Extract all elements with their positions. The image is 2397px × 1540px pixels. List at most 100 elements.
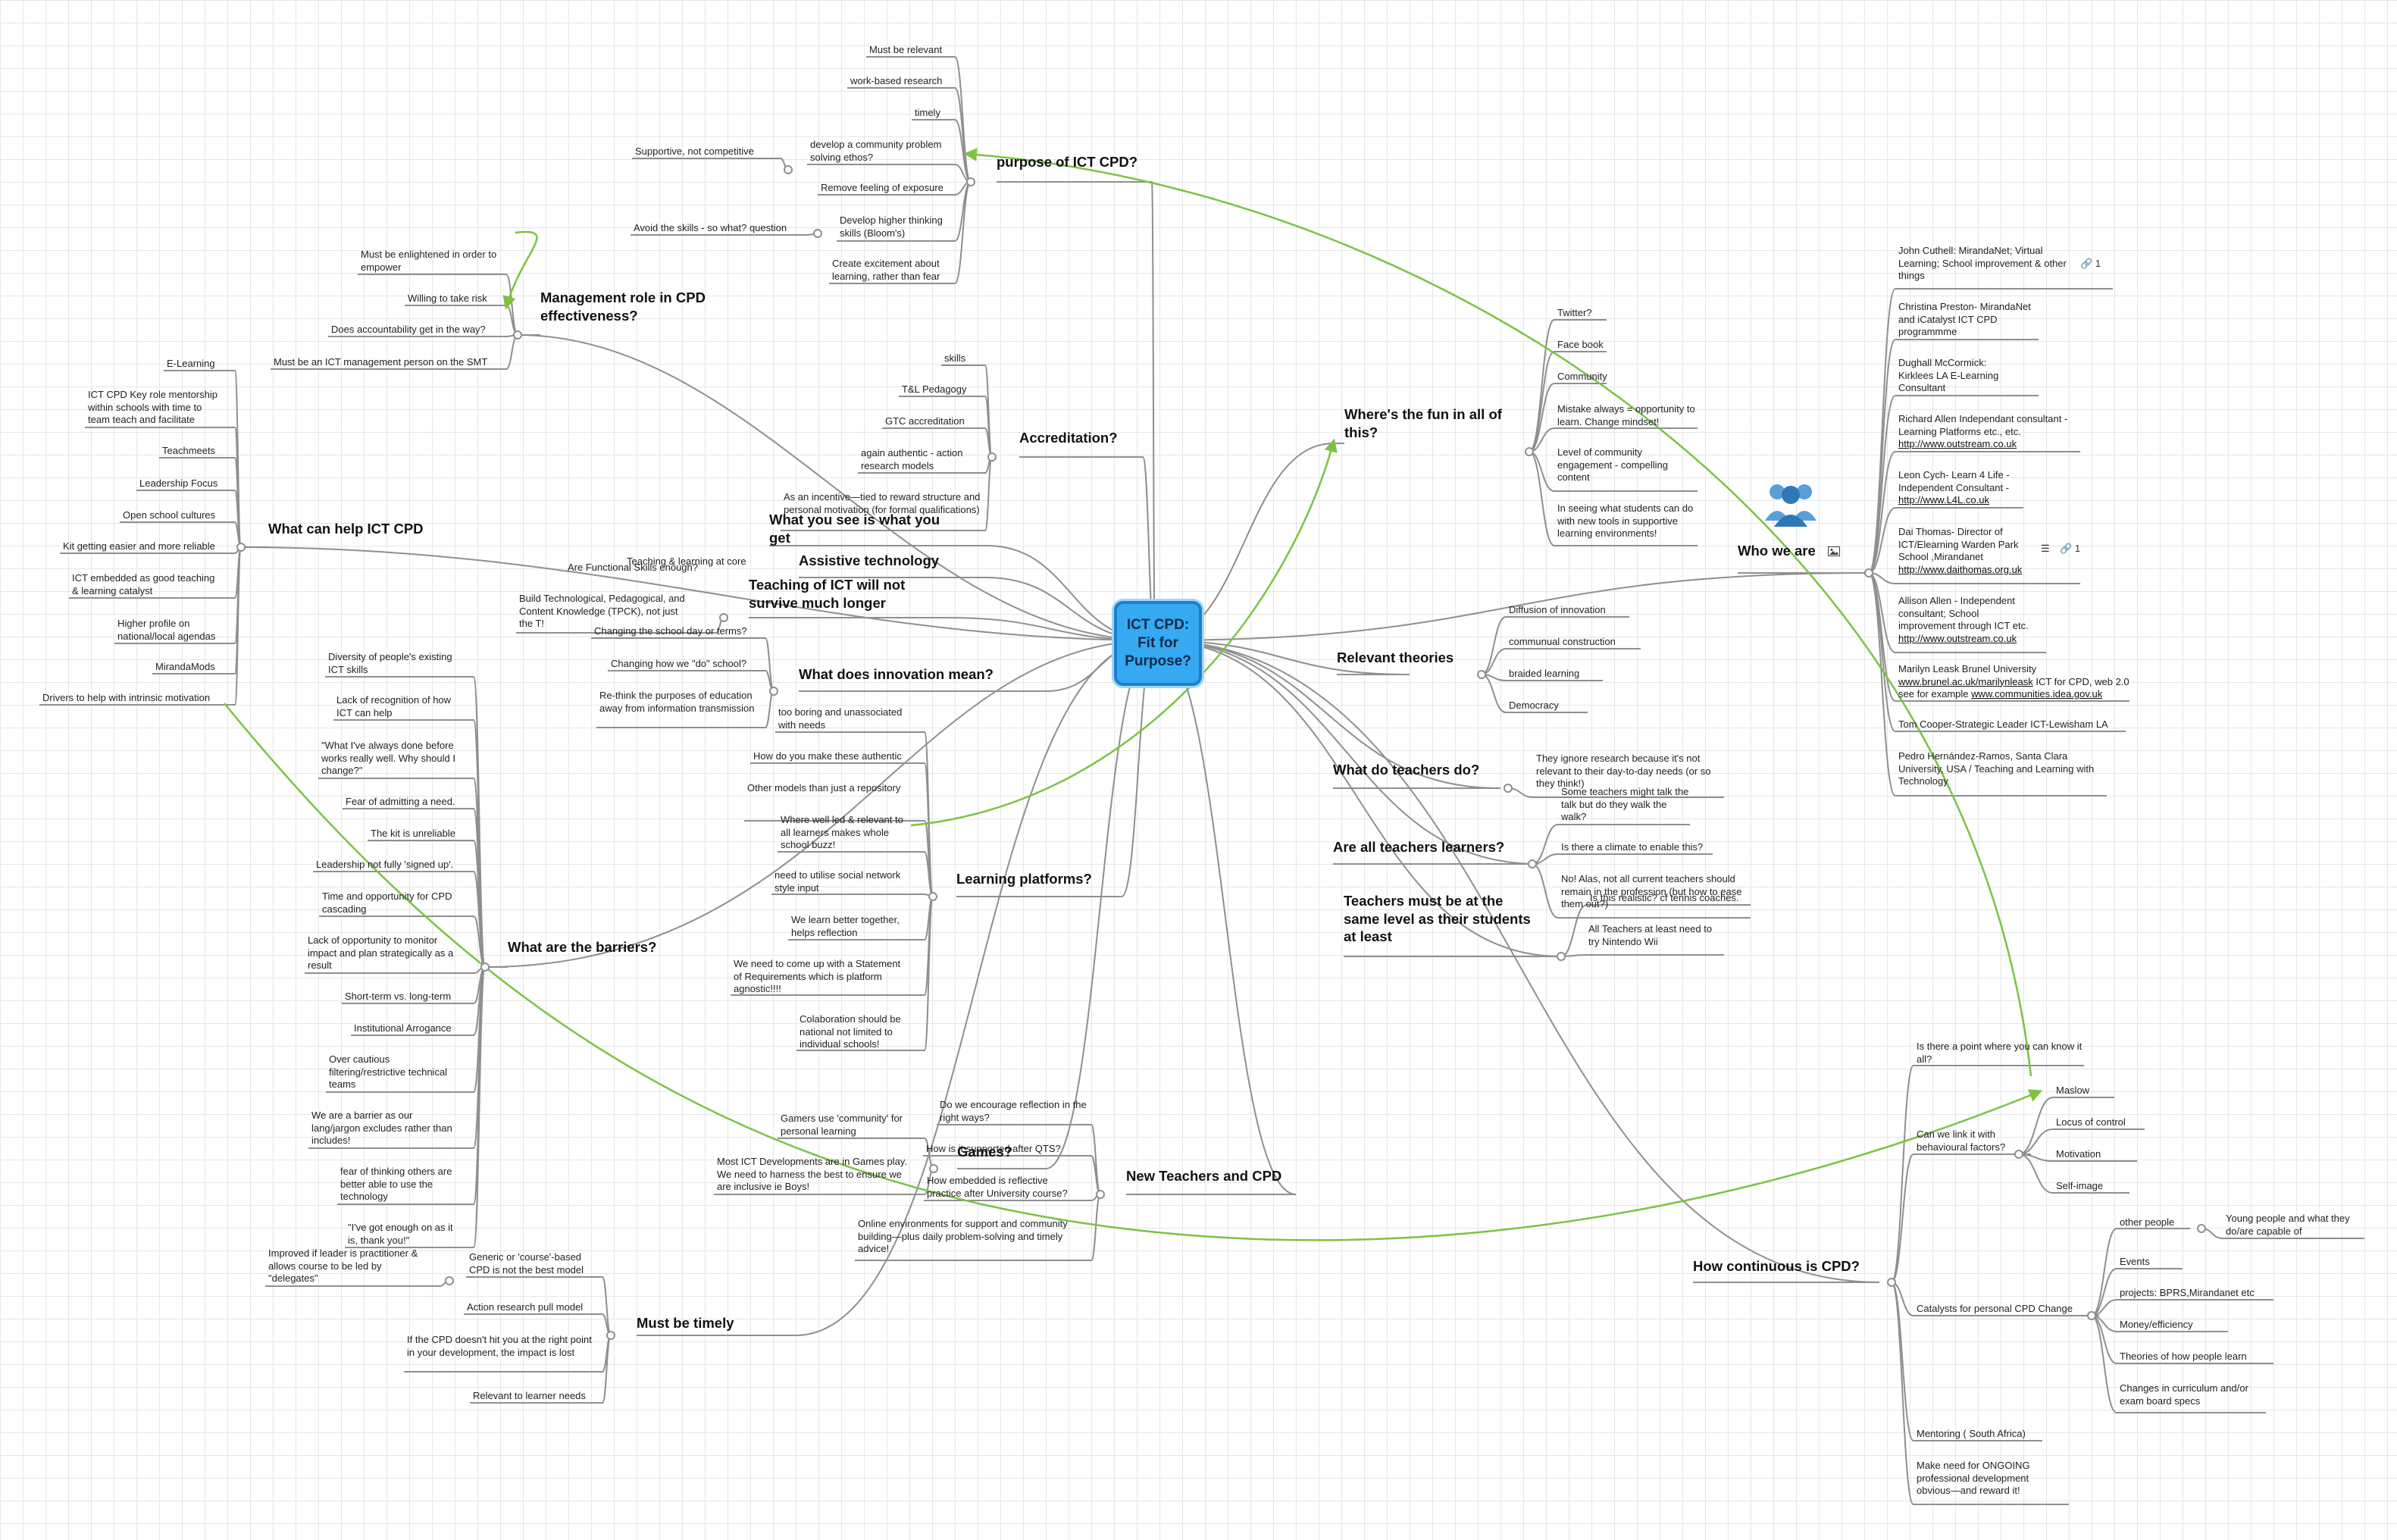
helps-item[interactable]: Teachmeets	[162, 445, 216, 456]
topic-fun[interactable]: Where's the fun in all of this?	[1344, 406, 1502, 440]
catalyst-item[interactable]: Changes in curriculum and/or exam board …	[2120, 1382, 2248, 1407]
person-item[interactable]: Leon Cych- Learn 4 Life - Independent Co…	[1898, 469, 2010, 506]
barrier-item[interactable]: We are a barrier as our lang/jargon excl…	[311, 1110, 452, 1146]
collapse-knob[interactable]	[987, 452, 997, 462]
platforms-item[interactable]: Colaboration should be national not limi…	[800, 1013, 901, 1050]
barrier-item[interactable]: The kit is unreliable	[371, 828, 455, 839]
fun-item[interactable]: Mistake always = opportunity to learn. C…	[1557, 403, 1695, 427]
learners-item[interactable]: Is there a climate to enable this?	[1561, 841, 1704, 853]
games-item[interactable]: Gamers use 'community' for personal lear…	[781, 1113, 903, 1137]
helps-item[interactable]: Kit getting easier and more reliable	[63, 540, 215, 552]
management-item[interactable]: Does accountability get in the way?	[331, 324, 486, 335]
same-level-item[interactable]: Is this realistic? cf tennis coaches.	[1590, 892, 1739, 903]
see-item[interactable]: Teaching & learning at core	[627, 556, 746, 567]
accreditation-item[interactable]: again authentic - action research models	[861, 447, 963, 471]
collapse-knob[interactable]	[813, 229, 822, 238]
timely-item[interactable]: If the CPD doesn't hit you at the right …	[407, 1334, 592, 1358]
person-item[interactable]: Allison Allen - Independent consultant; …	[1898, 595, 2029, 644]
purpose-item[interactable]: timely	[915, 107, 940, 118]
helps-item[interactable]: Leadership Focus	[139, 477, 218, 489]
collapse-knob[interactable]	[2197, 1224, 2206, 1233]
collapse-knob[interactable]	[445, 1276, 454, 1285]
collapse-knob[interactable]	[1525, 447, 1534, 456]
collapse-knob[interactable]	[480, 962, 490, 972]
behavioural-item[interactable]: Maslow	[2056, 1085, 2090, 1096]
fun-item[interactable]: Level of community engagement - compelli…	[1557, 446, 1668, 483]
fun-item[interactable]: Face book	[1557, 339, 1604, 350]
platforms-item[interactable]: need to utilise social network style inp…	[774, 869, 901, 894]
accreditation-item[interactable]: As an incentive—tied to reward structure…	[784, 491, 981, 515]
catalyst-item[interactable]: other people	[2120, 1216, 2175, 1228]
topic-theories[interactable]: Relevant theories	[1337, 649, 1454, 665]
person-link[interactable]: http://www.outstream.co.uk	[1898, 632, 2017, 644]
purpose-item[interactable]: Develop higher thinking skills (Bloom's)	[840, 214, 943, 239]
accreditation-item[interactable]: GTC accreditation	[885, 415, 965, 427]
collapse-knob[interactable]	[719, 613, 728, 622]
collapse-knob[interactable]	[928, 892, 937, 901]
link-icon[interactable]: 🔗 1	[2060, 543, 2081, 554]
collapse-knob[interactable]	[769, 687, 778, 696]
collapse-knob[interactable]	[2087, 1311, 2096, 1320]
topic-assistive[interactable]: Assistive technology	[799, 552, 940, 568]
collapse-knob[interactable]	[929, 1164, 938, 1173]
behavioural-item[interactable]: Motivation	[2056, 1148, 2101, 1160]
teaching-ict-item[interactable]: Build Technological, Pedagogical, and Co…	[519, 593, 685, 629]
continuous-item[interactable]: Can we link it with behavioural factors?	[1917, 1128, 2006, 1153]
person-item[interactable]: Christina Preston- MirandaNet and iCatal…	[1898, 301, 2031, 337]
theory-item[interactable]: Democracy	[1509, 700, 1559, 711]
barrier-item[interactable]: "What I've always done before works real…	[321, 740, 455, 776]
topic-see[interactable]: What you see is what you get	[769, 512, 940, 546]
topic-games[interactable]: Games?	[957, 1144, 1013, 1160]
topic-innovation[interactable]: What does innovation mean?	[799, 666, 994, 682]
management-item[interactable]: Must be enlightened in order to empower	[361, 249, 497, 273]
platforms-item[interactable]: Other models than just a repository	[747, 782, 901, 793]
timely-item[interactable]: Action research pull model	[467, 1301, 584, 1313]
collapse-knob[interactable]	[1528, 859, 1537, 869]
topic-helps[interactable]: What can help ICT CPD	[268, 521, 424, 537]
barrier-item[interactable]: Lack of opportunity to monitor impact an…	[308, 934, 454, 971]
helps-item[interactable]: E-Learning	[167, 358, 215, 369]
collapse-knob[interactable]	[1096, 1190, 1105, 1199]
barrier-item[interactable]: Diversity of people's existing ICT skill…	[328, 651, 452, 675]
teachers-do-item[interactable]: They ignore research because it's not re…	[1536, 753, 1711, 789]
accreditation-item[interactable]: T&L Pedagogy	[902, 383, 967, 395]
timely-item[interactable]: Generic or 'course'-based CPD is not the…	[469, 1251, 584, 1276]
timely-subitem[interactable]: Improved if leader is practitioner & all…	[268, 1247, 418, 1284]
new-teachers-item[interactable]: How embedded is reflective practice afte…	[927, 1175, 1068, 1199]
purpose-subitem[interactable]: Supportive, not competitive	[635, 146, 754, 157]
person-link[interactable]: www.communities.idea.gov.uk	[1971, 688, 2103, 700]
helps-item[interactable]: ICT CPD Key role mentorship within schoo…	[88, 389, 217, 425]
assistive-item[interactable]: Are Functional Skills enough?	[568, 562, 698, 573]
central-topic[interactable]: ICT CPD: Fit for Purpose?	[1114, 601, 1202, 686]
topic-same-level[interactable]: Teachers must be at the same level as th…	[1344, 893, 1531, 944]
new-teachers-item[interactable]: How is it supported after QTS?	[926, 1143, 1061, 1154]
helps-item[interactable]: ICT embedded as good teaching & learning…	[72, 572, 215, 596]
topic-purpose[interactable]: purpose of ICT CPD?	[997, 154, 1138, 170]
topic-accreditation[interactable]: Accreditation?	[1019, 430, 1118, 446]
topic-continuous[interactable]: How continuous is CPD?	[1693, 1258, 1860, 1274]
innovation-item[interactable]: Changing how we "do" school?	[611, 658, 747, 669]
collapse-knob[interactable]	[236, 543, 246, 552]
timely-item[interactable]: Relevant to learner needs	[473, 1390, 586, 1401]
management-item[interactable]: Willing to take risk	[408, 293, 487, 304]
behavioural-item[interactable]: Self-image	[2056, 1180, 2104, 1191]
purpose-item[interactable]: work-based research	[850, 75, 943, 86]
topic-teachers-do[interactable]: What do teachers do?	[1333, 762, 1480, 778]
management-item[interactable]: Must be an ICT management person on the …	[274, 356, 488, 368]
catalyst-item[interactable]: Money/efficiency	[2120, 1319, 2193, 1330]
helps-item[interactable]: Open school cultures	[123, 509, 216, 521]
theory-item[interactable]: Diffusion of innovation	[1509, 604, 1606, 615]
fun-item[interactable]: Community	[1557, 371, 1607, 382]
barrier-item[interactable]: Leadership not fully 'signed up'.	[316, 859, 454, 870]
barrier-item[interactable]: "I've got enough on as it is, thank you!…	[348, 1222, 453, 1246]
theory-item[interactable]: braided learning	[1509, 668, 1580, 679]
helps-item[interactable]: MirandaMods	[155, 661, 215, 672]
other-people-item[interactable]: Young people and what they do/are capabl…	[2226, 1213, 2350, 1237]
innovation-item[interactable]: Changing the school day or terms?	[594, 625, 747, 637]
topic-timely[interactable]: Must be timely	[637, 1315, 734, 1331]
collapse-knob[interactable]	[1477, 670, 1486, 679]
collapse-knob[interactable]	[513, 330, 522, 340]
topic-new-teachers[interactable]: New Teachers and CPD	[1126, 1168, 1282, 1184]
learners-item[interactable]: No! Alas, not all current teachers shoul…	[1561, 873, 1742, 909]
